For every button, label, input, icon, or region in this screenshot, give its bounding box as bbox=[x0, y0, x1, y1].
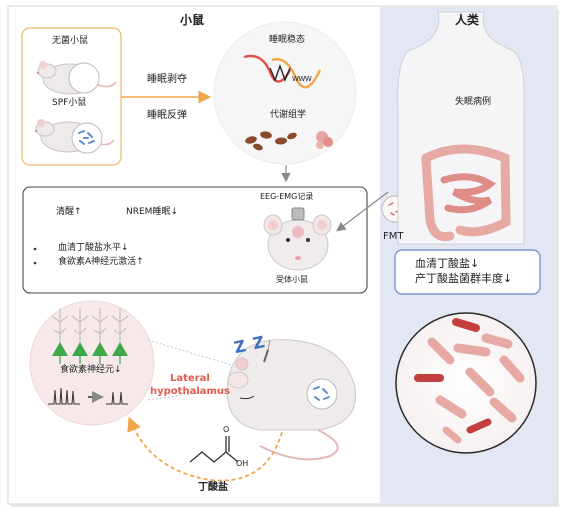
butyrate-atom-o: O bbox=[223, 425, 230, 434]
bacteria-circle bbox=[395, 312, 537, 454]
finding-1: 血清丁酸盐水平↓ bbox=[58, 243, 129, 253]
neuron-icons bbox=[51, 308, 129, 364]
sleep-homeostasis-label: 睡眠稳态 bbox=[269, 35, 306, 45]
human-finding-2: 产丁酸盐菌群丰度↓ bbox=[415, 272, 513, 285]
butyrate-atom-oh: OH bbox=[236, 459, 249, 468]
fmt-label: FMT bbox=[383, 231, 404, 242]
wake-label: 清醒↑ bbox=[56, 207, 82, 217]
neuron-circle bbox=[29, 300, 155, 426]
bullet-1 bbox=[33, 247, 37, 251]
recipient-label: 受体小鼠 bbox=[276, 275, 308, 284]
lh-label-line2: hypothalamus bbox=[150, 386, 230, 397]
sleep-waves bbox=[243, 54, 322, 89]
patient-label: 失眠病例 bbox=[455, 97, 492, 107]
bullet-2 bbox=[33, 261, 37, 265]
metabolite-blob-icon bbox=[316, 131, 333, 149]
butyrate-molecule-icon bbox=[189, 436, 239, 463]
experiment-circle bbox=[213, 21, 357, 165]
eeg-label: EEG-EMG记录 bbox=[260, 192, 314, 201]
gut-icon bbox=[421, 144, 511, 242]
metabolomics-label: 代谢组学 bbox=[270, 110, 307, 120]
spike-trace bbox=[48, 387, 128, 405]
zoom-line-top bbox=[147, 339, 249, 371]
bacteria-icons bbox=[414, 318, 525, 444]
germ-free-label: 无菌小鼠 bbox=[52, 36, 89, 46]
spf-label: SPF小鼠 bbox=[52, 98, 87, 108]
sleep-rebound-label: 睡眠反弹 bbox=[147, 110, 187, 121]
feedback-arrow bbox=[127, 416, 283, 482]
lh-label-line1: Lateral bbox=[170, 373, 210, 384]
human-section-title: 人类 bbox=[455, 13, 480, 27]
human-finding-1: 血清丁酸盐↓ bbox=[415, 257, 480, 270]
recipient-mouse-icon bbox=[263, 207, 332, 271]
germ-free-mouse-icon bbox=[36, 61, 117, 95]
nrem-label: NREM睡眠↓ bbox=[126, 207, 178, 217]
orexin-label: 食欲素神经元↓ bbox=[60, 365, 122, 375]
implant-probe bbox=[263, 349, 269, 363]
spf-mouse-icon bbox=[34, 119, 115, 154]
finding-2: 食欲素A神经元激活↑ bbox=[58, 257, 144, 267]
mouse-section-title: 小鼠 bbox=[180, 13, 205, 27]
fmt-arrow bbox=[336, 191, 389, 232]
sleep-deprivation-label: 睡眠剥夺 bbox=[147, 74, 187, 85]
sleeping-mouse-icon bbox=[226, 339, 357, 461]
wave-text: WWW bbox=[292, 75, 312, 83]
human-finding-box bbox=[394, 249, 541, 295]
butyrate-label: 丁酸盐 bbox=[198, 482, 228, 493]
metabolite-beans bbox=[245, 131, 297, 151]
findings-box bbox=[22, 186, 368, 294]
